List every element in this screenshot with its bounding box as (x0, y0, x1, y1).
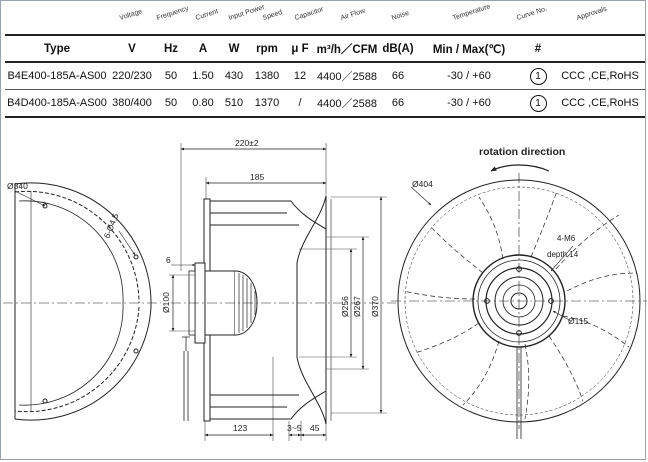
unit-curve: # (521, 34, 555, 63)
cell-approvals: CCC ,CE,RoHS (555, 62, 645, 90)
spec-table-area: Voltage Frequency Current Input Power Sp… (5, 1, 645, 119)
dim-d100: Ø100 (161, 292, 171, 313)
cell-power: 430 (219, 62, 249, 90)
cell-voltage: 380/400 (109, 89, 155, 118)
cell-curve: 1 (521, 62, 555, 90)
cell-current: 1.50 (187, 62, 219, 90)
cell-capacitor: 12 (285, 62, 315, 90)
table-row: B4E400-185A-AS00 220/230 50 1.50 430 138… (5, 62, 645, 90)
header-noise: Noise (390, 9, 411, 22)
cell-hz: 50 (155, 89, 187, 118)
spec-table: Type V Hz A W rpm μ F m³/h／CFM dB(A) Min… (5, 34, 645, 118)
dim-4-m6: 4-M6 (557, 234, 576, 243)
dim-d115: Ø115 (568, 316, 588, 326)
unit-type: Type (5, 34, 109, 63)
dim-6: 6 (166, 255, 171, 265)
header-temperature: Temperature (451, 3, 492, 23)
front-view (391, 164, 647, 439)
header-curve-no: Curve No. (515, 5, 548, 22)
dim-d256: Ø256 (340, 296, 350, 317)
cell-capacitor: / (285, 89, 315, 118)
cell-approvals: CCC ,CE,RoHS (555, 89, 645, 118)
dim-123: 123 (233, 423, 247, 433)
unit-hz: Hz (155, 34, 187, 63)
header-approvals: Approvals (575, 5, 608, 23)
unit-noise: dB(A) (379, 34, 417, 63)
header-voltage: Voltage (118, 8, 144, 22)
dim-overall: 220±2 (235, 138, 259, 148)
unit-voltage: V (109, 34, 155, 63)
unit-approvals (555, 34, 645, 63)
header-capacitor: Capacitor (293, 6, 325, 23)
unit-header-row: Type V Hz A W rpm μ F m³/h／CFM dB(A) Min… (5, 34, 645, 63)
header-input-power: Input Power (227, 3, 266, 23)
header-frequency: Frequency (155, 5, 190, 23)
dim-depth: depth 14 (547, 250, 579, 259)
table-row: B4D400-185A-AS00 380/400 50 0.80 510 137… (5, 89, 645, 118)
left-side-view (3, 182, 161, 421)
cell-type: B4D400-185A-AS00 (5, 89, 109, 118)
rotation-direction-label: rotation direction (479, 146, 565, 158)
dim-d340: Ø340 (7, 181, 28, 191)
middle-elevation (169, 143, 396, 441)
cell-curve: 1 (521, 89, 555, 118)
cell-type: B4E400-185A-AS00 (5, 62, 109, 90)
cell-current: 0.80 (187, 89, 219, 118)
cell-noise: 66 (379, 62, 417, 90)
header-current: Current (194, 8, 220, 22)
cell-hz: 50 (155, 62, 187, 90)
curve-number-badge: 1 (529, 67, 547, 85)
dim-d267: Ø267 (352, 296, 362, 317)
cell-rpm: 1380 (249, 62, 285, 90)
technical-drawing: Ø340 6-Ø4.5 (3, 138, 647, 441)
unit-capacitor: μ F (285, 34, 315, 63)
dim-3-5: 3~5 (287, 423, 302, 433)
cell-rpm: 1370 (249, 89, 285, 118)
unit-rpm: rpm (249, 34, 285, 63)
unit-temperature: Min / Max(℃) (417, 34, 521, 63)
cell-airflow: 4400／2588 (315, 89, 379, 118)
unit-power: W (219, 34, 249, 63)
cell-temperature: -30 / +60 (417, 62, 521, 90)
dim-185: 185 (250, 172, 264, 182)
dim-45: 45 (310, 423, 320, 433)
dim-d370: Ø370 (370, 296, 380, 317)
dim-d404: Ø404 (412, 179, 433, 189)
header-air-flow: Air Flow (339, 7, 367, 22)
cell-noise: 66 (379, 89, 417, 118)
cell-voltage: 220/230 (109, 62, 155, 90)
cell-power: 510 (219, 89, 249, 118)
unit-current: A (187, 34, 219, 63)
curve-number-badge: 1 (529, 94, 547, 112)
cell-airflow: 4400／2588 (315, 62, 379, 90)
unit-airflow: m³/h／CFM (315, 34, 379, 63)
header-speed: Speed (261, 9, 284, 22)
dim-holes: 6-Ø4.5 (102, 212, 121, 240)
cell-temperature: -30 / +60 (417, 89, 521, 118)
